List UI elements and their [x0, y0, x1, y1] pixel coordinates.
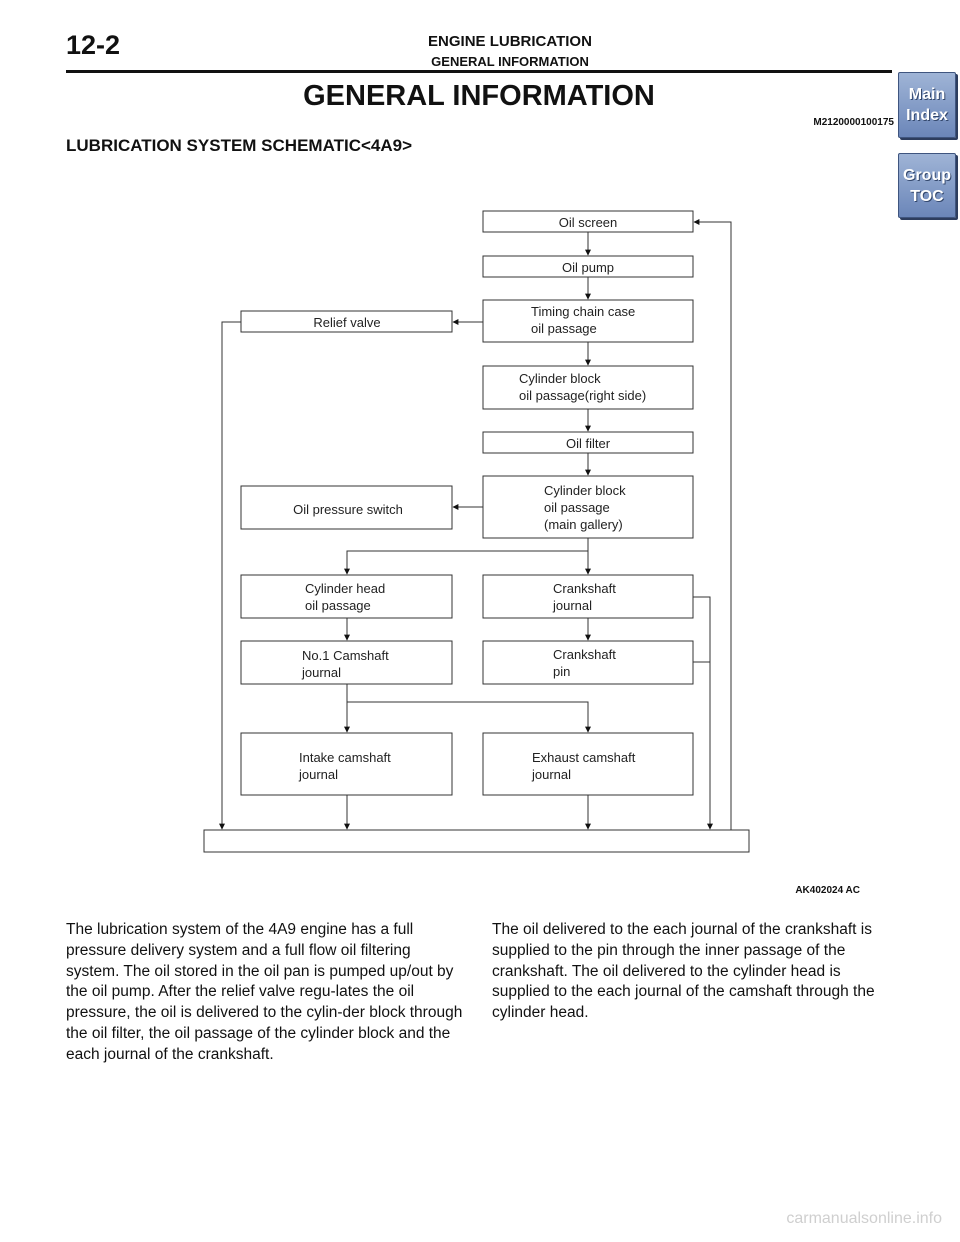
main-index-button[interactable]: Main Index [898, 72, 956, 138]
group-toc-button[interactable]: Group TOC [898, 153, 956, 218]
header-rule [66, 70, 892, 73]
label-exhaust-cam-2: journal [531, 767, 571, 782]
page-title: GENERAL INFORMATION [303, 80, 655, 112]
label-camshaft1-1: No.1 Camshaft [302, 648, 389, 663]
label-crank-pin-2: pin [553, 664, 570, 679]
body-text-right: The oil delivered to the each journal of… [492, 921, 875, 1022]
label-block-right-2: oil passage(right side) [519, 388, 646, 403]
document-id: M2120000100175 [813, 117, 894, 128]
group-toc-label-1: Group [903, 166, 951, 184]
body-text-left: The lubrication system of the 4A9 engine… [66, 921, 463, 1063]
label-cyl-head-1: Cylinder head [305, 581, 385, 596]
schematic-title: LUBRICATION SYSTEM SCHEMATIC<4A9> [66, 136, 413, 155]
label-intake-cam-2: journal [298, 767, 338, 782]
label-cyl-head-2: oil passage [305, 598, 371, 613]
label-oil-screen: Oil screen [559, 215, 618, 230]
label-timing-chain-2: oil passage [531, 321, 597, 336]
figure-id: AK402024 AC [795, 885, 860, 896]
label-pressure-switch: Oil pressure switch [293, 502, 403, 517]
label-main-gallery-3: (main gallery) [544, 517, 623, 532]
label-camshaft1-2: journal [301, 665, 341, 680]
label-crank-journal-2: journal [552, 598, 592, 613]
label-block-right-1: Cylinder block [519, 371, 601, 386]
chapter-title: ENGINE LUBRICATION [428, 33, 592, 50]
label-crank-journal-1: Crankshaft [553, 581, 616, 596]
label-main-gallery-2: oil passage [544, 500, 610, 515]
main-index-label-1: Main [908, 86, 946, 103]
page-number: 12-2 [66, 30, 121, 60]
footer-watermark[interactable]: carmanualsonline.info [786, 1210, 942, 1227]
label-timing-chain-1: Timing chain case [531, 304, 635, 319]
box-pressure-switch [240, 485, 453, 530]
label-exhaust-cam-1: Exhaust camshaft [532, 750, 636, 765]
lubrication-schematic: Oil screen Oil pump Timing chain case oi… [203, 210, 860, 896]
label-main-gallery-1: Cylinder block [544, 483, 626, 498]
section-title: GENERAL INFORMATION [431, 54, 589, 69]
label-oil-pump: Oil pump [562, 260, 614, 275]
label-intake-cam-1: Intake camshaft [299, 750, 391, 765]
box-oil-pan [203, 829, 750, 853]
group-toc-label-2: TOC [910, 187, 944, 205]
label-oil-filter: Oil filter [566, 436, 611, 451]
label-crank-pin-1: Crankshaft [553, 647, 616, 662]
label-relief-valve: Relief valve [313, 315, 380, 330]
main-index-label-2: Index [906, 107, 948, 124]
